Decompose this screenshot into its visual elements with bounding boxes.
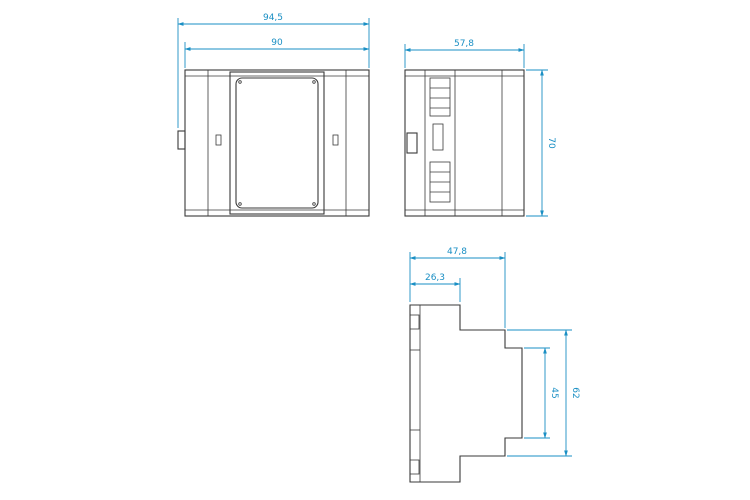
front-body-outline	[184, 69, 370, 217]
side-body-outline	[404, 69, 525, 217]
dim-label-62: 62	[570, 387, 580, 398]
side-dimensions: 57,8 70	[404, 39, 556, 217]
profile-dimensions: 47,8 26,3 45 62	[409, 247, 580, 457]
front-window	[235, 77, 319, 209]
upper-terminal-block	[429, 77, 451, 117]
dim-label-47-8: 47,8	[447, 247, 467, 257]
dim-label-26-3: 26,3	[425, 273, 445, 283]
side-clip	[406, 132, 418, 154]
front-left-slot	[215, 134, 222, 146]
front-right-slot	[332, 134, 339, 146]
profile-lower-clip	[409, 459, 420, 475]
side-view	[404, 69, 525, 217]
dim-label-70: 70	[546, 137, 556, 149]
dim-label-94-5: 94,5	[263, 13, 283, 23]
profile-upper-clip	[409, 314, 420, 330]
front-left-clip	[177, 130, 186, 150]
dim-label-45: 45	[549, 387, 559, 398]
front-dimensions: 94,5 90	[177, 13, 370, 128]
profile-outline	[409, 304, 523, 483]
front-window-frame	[229, 71, 325, 215]
dim-label-90: 90	[271, 38, 283, 48]
front-view	[177, 69, 370, 217]
profile-view	[409, 304, 523, 483]
dim-label-57-8: 57,8	[454, 39, 474, 49]
